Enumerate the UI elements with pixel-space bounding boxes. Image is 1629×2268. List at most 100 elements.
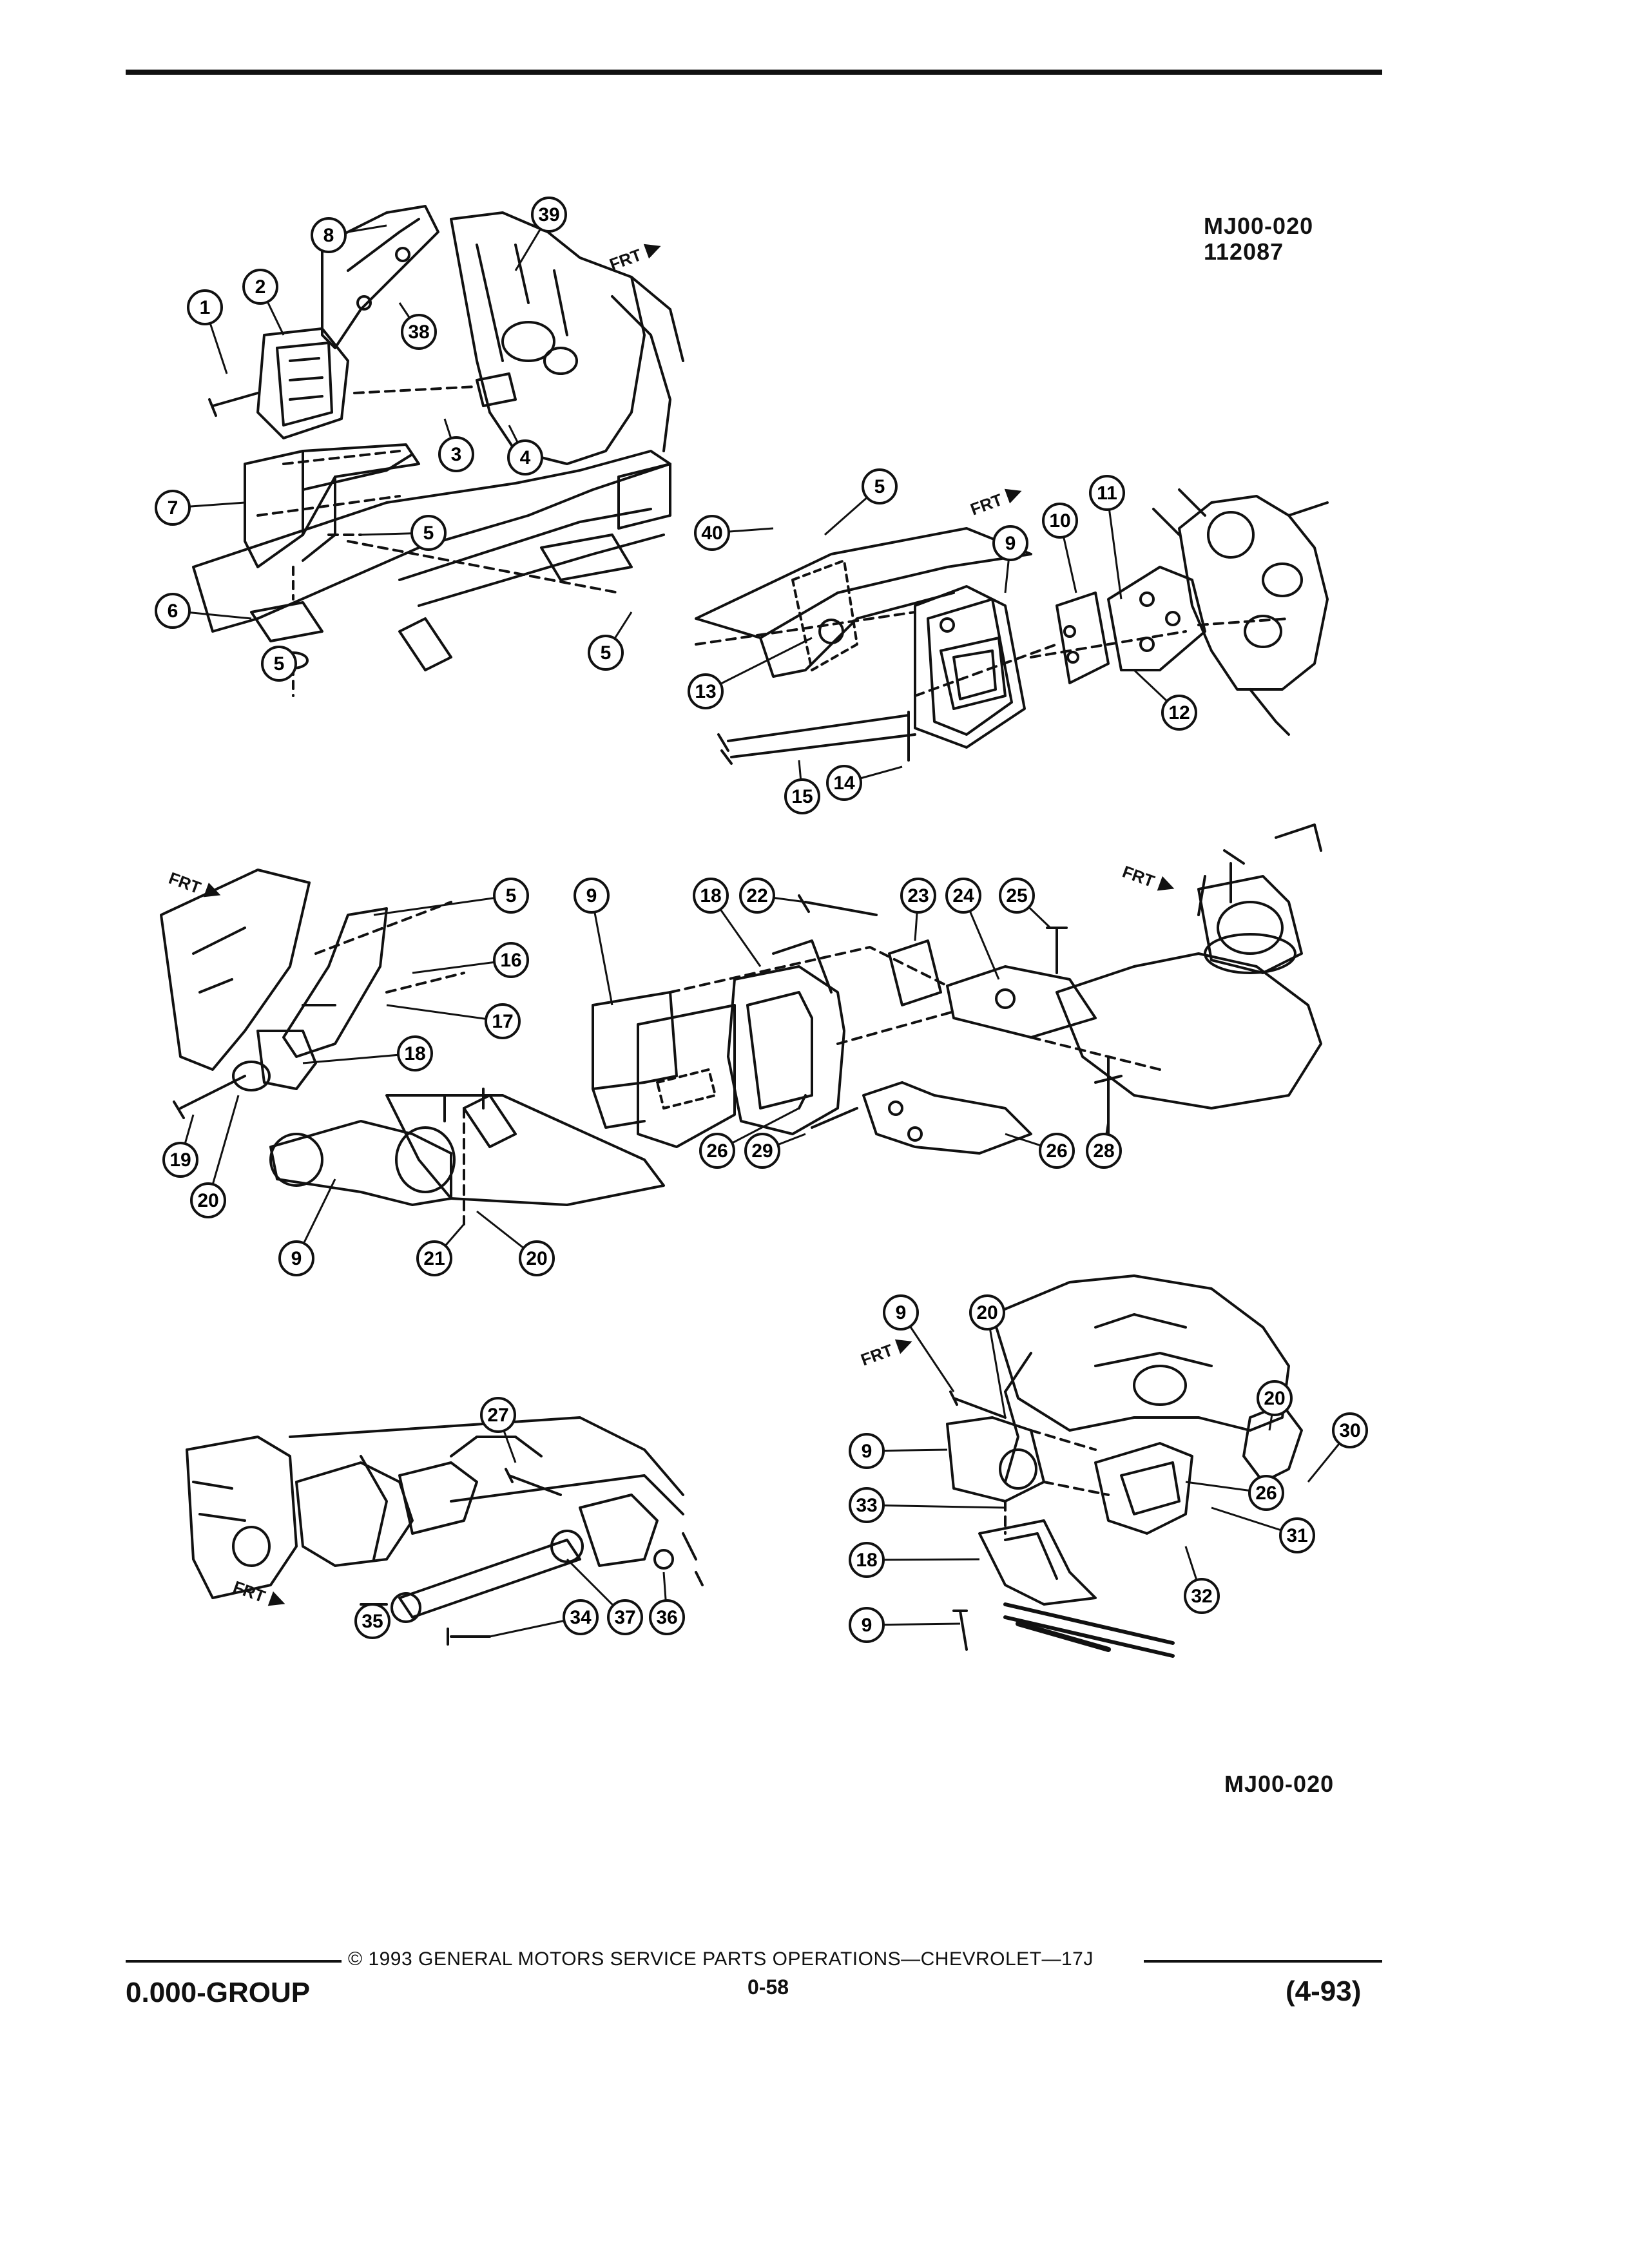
frt-label: FRT [231, 1577, 268, 1606]
panel-upper-right [695, 488, 1329, 765]
callout-25: 25 [999, 878, 1052, 929]
callout-leader [705, 637, 813, 693]
callout-number: 23 [907, 885, 929, 907]
callout-16: 16 [412, 942, 529, 978]
callout-circle [699, 1133, 735, 1169]
frt-label: FRT [858, 1340, 896, 1370]
callout-21: 21 [416, 1224, 465, 1276]
callout-number: 9 [1005, 533, 1016, 554]
callout-9: 9 [883, 1294, 955, 1392]
callout-38: 38 [398, 302, 437, 350]
revision-date: (4-93) [1286, 1975, 1362, 2007]
copyright-line: © 1993 GENERAL MOTORS SERVICE PARTS OPER… [348, 1948, 1094, 1970]
callout-circle [992, 525, 1028, 561]
callout-circle [969, 1294, 1005, 1331]
callout-circle [862, 468, 898, 505]
callout-circle [162, 1142, 198, 1178]
callout-number: 3 [451, 444, 462, 465]
callout-circle [849, 1542, 885, 1578]
callout-circle [574, 878, 610, 914]
callout-8: 8 [311, 217, 387, 253]
footer-rule-right [1144, 1960, 1382, 1963]
callout-circle [401, 314, 437, 350]
callout-circle [784, 778, 820, 814]
callout-number: 18 [700, 885, 721, 907]
callout-5: 5 [588, 611, 633, 671]
callout-circle [688, 673, 724, 709]
callout-15: 15 [784, 760, 820, 814]
callout-circle [1161, 695, 1197, 731]
callout-number: 24 [952, 885, 974, 907]
callout-number: 5 [274, 653, 285, 675]
callout-26: 26 [1185, 1475, 1284, 1511]
callout-circle [744, 1133, 780, 1169]
callout-number: 9 [896, 1302, 907, 1323]
callout-number: 17 [492, 1011, 513, 1032]
figure-number: 112087 [1204, 238, 1284, 265]
callout-circle [1042, 503, 1078, 539]
callout-circle [354, 1603, 390, 1639]
callout-leader [302, 1052, 416, 1064]
callout-number: 9 [586, 885, 597, 907]
callout-circle [261, 646, 297, 682]
callout-number: 5 [423, 523, 434, 544]
callout-number: 16 [500, 950, 521, 971]
callout-30: 30 [1307, 1412, 1368, 1483]
callout-leader [866, 1504, 1006, 1509]
callout-circle [649, 1599, 685, 1635]
callout-number: 34 [570, 1607, 592, 1628]
callout-circle [1086, 1133, 1122, 1169]
callout-29: 29 [744, 1133, 806, 1169]
callout-number: 19 [169, 1149, 191, 1171]
callout-number: 9 [862, 1441, 872, 1462]
arrow-head-icon [267, 1591, 285, 1606]
callout-circle [190, 1182, 226, 1218]
callout-number: 5 [874, 476, 885, 497]
callout-23: 23 [900, 878, 936, 941]
callout-number: 4 [520, 447, 531, 468]
callout-circle [155, 490, 191, 526]
arrow-head-icon [1157, 876, 1175, 891]
callout-7: 7 [155, 490, 246, 526]
callout-circle [493, 942, 529, 978]
callout-number: 18 [404, 1043, 425, 1064]
callout-number: 21 [423, 1248, 445, 1269]
callout-circle [1279, 1517, 1315, 1553]
callout-20: 20 [476, 1210, 555, 1276]
callout-circle [693, 878, 729, 914]
callout-leader [590, 895, 613, 1006]
callout-5: 5 [373, 878, 529, 916]
callout-number: 20 [526, 1248, 547, 1269]
callout-number: 29 [751, 1140, 773, 1162]
callout-number: 22 [746, 885, 767, 907]
callout-number: 26 [706, 1140, 728, 1162]
callout-leader [373, 894, 512, 916]
callout-circle [242, 269, 278, 305]
callout-number: 12 [1168, 702, 1190, 724]
callout-circle [519, 1240, 555, 1276]
arrow-head-icon [203, 882, 221, 898]
frt-label: FRT [166, 868, 204, 898]
callout-circle [493, 878, 529, 914]
callout-number: 36 [656, 1607, 677, 1628]
callout-number: 37 [614, 1607, 635, 1628]
callout-32: 32 [1184, 1546, 1220, 1614]
callout-number: 20 [976, 1302, 998, 1323]
panel-lower-right [946, 1274, 1303, 1658]
frt-label: FRT [1120, 861, 1157, 891]
callout-number: 32 [1191, 1586, 1212, 1607]
callout-14: 14 [826, 765, 903, 801]
callout-circle [849, 1607, 885, 1643]
callout-circle [438, 436, 474, 472]
callout-19: 19 [162, 1114, 198, 1178]
panel-middle-right [592, 823, 1322, 1155]
callout-18: 18 [302, 1035, 433, 1072]
callout-number: 33 [856, 1495, 877, 1516]
callout-34: 34 [489, 1599, 599, 1638]
callout-circle [883, 1294, 919, 1331]
callout-26: 26 [1005, 1133, 1075, 1169]
arrow-head-icon [894, 1339, 912, 1354]
callout-circle [311, 217, 347, 253]
callout-circle [694, 515, 730, 551]
